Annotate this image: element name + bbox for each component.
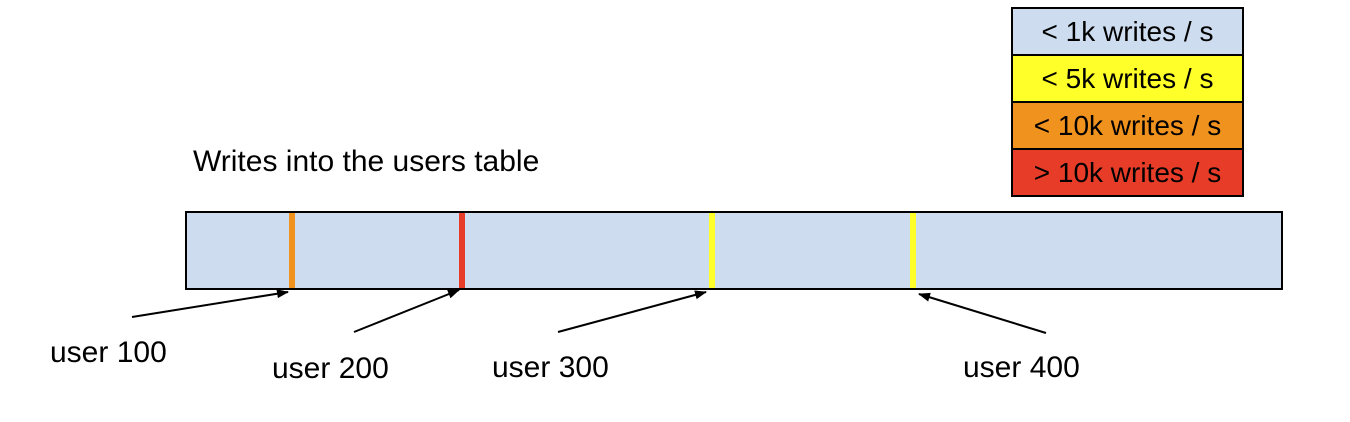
users-table-bar bbox=[185, 211, 1283, 290]
arrow-user-100 bbox=[131, 289, 289, 318]
legend-item: < 10k writes / s bbox=[1013, 101, 1242, 148]
arrow-user-300 bbox=[557, 290, 707, 333]
write-rate-marker bbox=[709, 213, 715, 288]
legend-item-label: < 1k writes / s bbox=[1041, 15, 1214, 47]
legend-item: < 1k writes / s bbox=[1013, 9, 1242, 54]
write-rate-marker bbox=[289, 213, 295, 288]
legend-item: > 10k writes / s bbox=[1013, 148, 1242, 195]
diagram-title: Writes into the users table bbox=[193, 145, 540, 178]
write-rate-marker bbox=[910, 213, 916, 288]
legend: < 1k writes / s < 5k writes / s < 10k writ… bbox=[1011, 7, 1244, 197]
legend-item-label: < 5k writes / s bbox=[1041, 62, 1214, 94]
user-400-label: user 400 bbox=[963, 351, 1080, 384]
arrow-user-200 bbox=[353, 289, 460, 333]
user-300-label: user 300 bbox=[492, 351, 609, 384]
legend-item-label: < 10k writes / s bbox=[1033, 109, 1222, 141]
legend-item-label: > 10k writes / s bbox=[1033, 156, 1222, 188]
legend-item: < 5k writes / s bbox=[1013, 54, 1242, 101]
user-200-label: user 200 bbox=[272, 352, 389, 385]
user-100-label: user 100 bbox=[50, 336, 167, 369]
write-rate-marker bbox=[459, 213, 465, 288]
arrow-user-400 bbox=[918, 292, 1047, 334]
